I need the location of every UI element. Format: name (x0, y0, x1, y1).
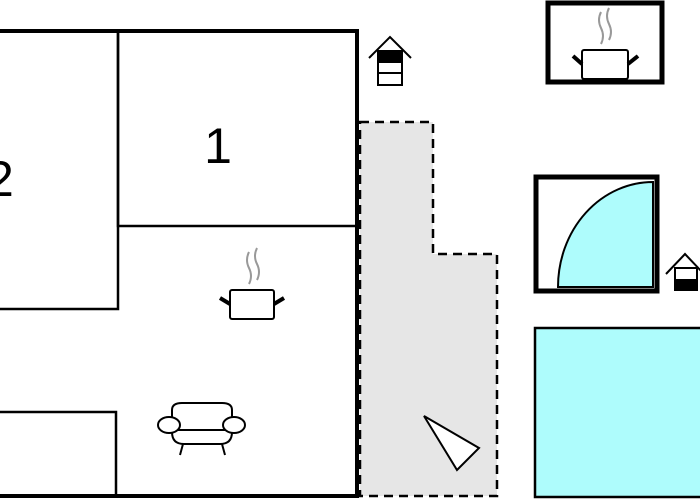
outdoor-kitchen-icon (545, 0, 665, 85)
view-direction-icon (423, 415, 481, 472)
room-2 (0, 31, 120, 311)
terrace-area (358, 120, 499, 498)
armchair-icon (157, 402, 246, 456)
house-floor-indicator-icon (665, 252, 700, 291)
pool-icon (533, 326, 700, 499)
room-2-label: 2 (0, 151, 14, 207)
house-floor-indicator-icon (368, 35, 412, 86)
hot-tub-icon (533, 174, 660, 294)
building-walls (0, 29, 359, 498)
room-1 (116, 29, 359, 228)
room-1-label: 1 (204, 118, 232, 174)
bottom-left-room (0, 410, 118, 496)
cooking-pot-icon (218, 247, 286, 320)
